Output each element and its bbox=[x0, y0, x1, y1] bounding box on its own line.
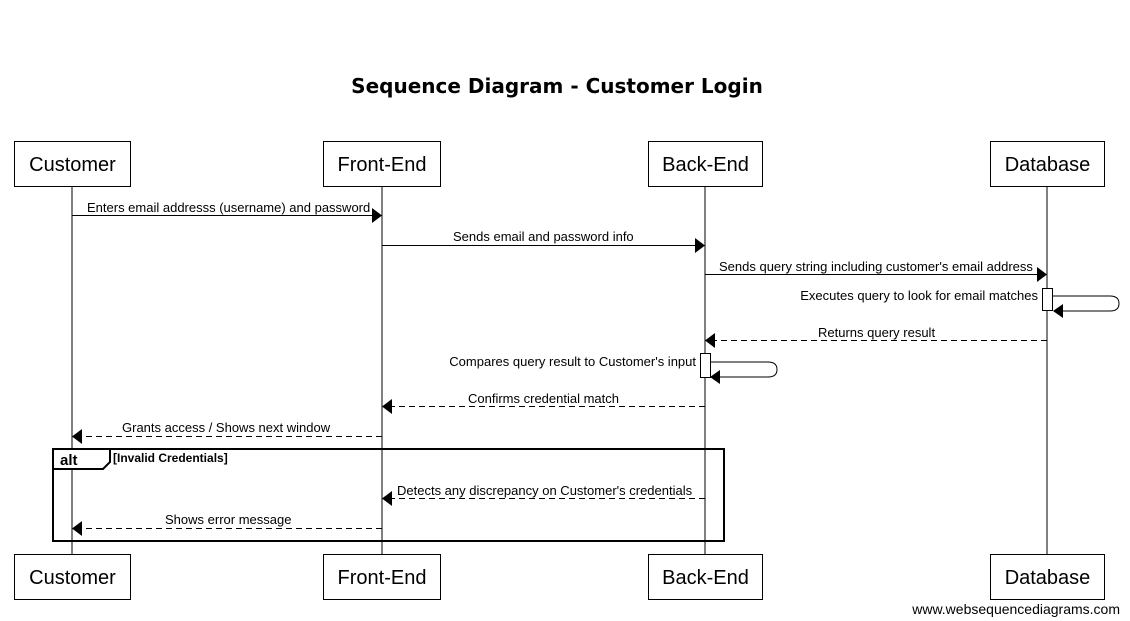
participant-customer-top bbox=[14, 141, 131, 187]
participant-customer-bottom-label: Customer bbox=[29, 567, 116, 589]
message-10-label: Shows error message bbox=[165, 512, 291, 527]
message-9-arrowhead bbox=[382, 491, 392, 506]
participant-backend-bottom-label: Back-End bbox=[662, 567, 749, 589]
message-2-arrowhead bbox=[695, 238, 705, 253]
message-4-arrowhead bbox=[1053, 304, 1063, 318]
message-1-arrowhead bbox=[372, 208, 382, 223]
activation-database bbox=[1042, 288, 1053, 311]
alt-frame-guard: [Invalid Credentials] bbox=[113, 451, 228, 465]
participant-database-bottom bbox=[990, 554, 1105, 600]
message-1-label: Enters email addresss (username) and pas… bbox=[87, 200, 370, 215]
participant-backend-top bbox=[648, 141, 763, 187]
participant-database-top bbox=[990, 141, 1105, 187]
alt-frame-operator: alt bbox=[60, 452, 78, 469]
participant-database-top-label: Database bbox=[1005, 154, 1091, 176]
message-5-label: Returns query result bbox=[818, 325, 935, 340]
participant-frontend-bottom-label: Front-End bbox=[338, 567, 427, 589]
message-6-label: Compares query result to Customer's inpu… bbox=[449, 354, 696, 369]
message-4-loop bbox=[1052, 295, 1120, 312]
activation-backend bbox=[700, 353, 711, 378]
message-6-arrowhead bbox=[710, 370, 720, 384]
message-8-arrowhead bbox=[72, 429, 82, 444]
message-8-label: Grants access / Shows next window bbox=[122, 420, 331, 435]
message-9-label: Detects any discrepancy on Customer's cr… bbox=[397, 483, 693, 498]
message-3-label: Sends query string including customer's … bbox=[719, 259, 1033, 274]
message-3-arrowhead bbox=[1037, 267, 1047, 282]
message-2-label: Sends email and password info bbox=[453, 229, 634, 244]
participant-frontend-top bbox=[323, 141, 441, 187]
participant-frontend-bottom bbox=[323, 554, 441, 600]
participant-frontend-top-label: Front-End bbox=[338, 154, 427, 176]
diagram-title: Sequence Diagram - Customer Login bbox=[351, 74, 763, 98]
alt-frame-tab bbox=[52, 448, 111, 470]
participant-backend-bottom bbox=[648, 554, 763, 600]
message-4-label: Executes query to look for email matches bbox=[800, 288, 1038, 303]
participant-customer-bottom bbox=[14, 554, 131, 600]
participant-customer-top-label: Customer bbox=[29, 154, 116, 176]
message-7-arrowhead bbox=[382, 399, 392, 414]
alt-frame bbox=[52, 448, 725, 542]
message-5-arrowhead bbox=[705, 333, 715, 348]
message-10-arrowhead bbox=[72, 521, 82, 536]
participant-database-bottom-label: Database bbox=[1005, 567, 1091, 589]
participant-backend-top-label: Back-End bbox=[662, 154, 749, 176]
message-6-loop bbox=[710, 361, 778, 378]
message-7-label: Confirms credential match bbox=[468, 391, 619, 406]
watermark-link[interactable]: www.websequencediagrams.com bbox=[911, 601, 1120, 617]
